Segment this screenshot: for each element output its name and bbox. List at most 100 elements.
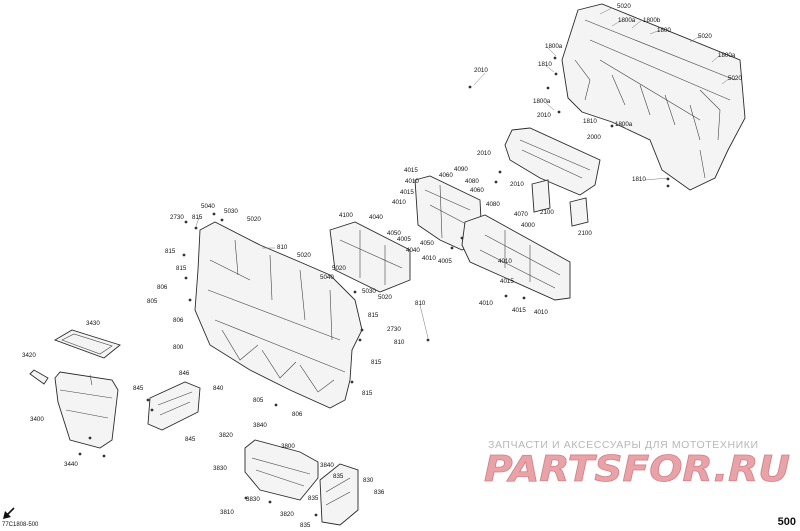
cover-panel-2000 (504, 127, 601, 196)
page-number: 500 (777, 516, 796, 528)
callout-4015: 4015 (500, 278, 514, 285)
callout-4015: 4015 (404, 167, 418, 174)
callout-4010: 4010 (405, 178, 419, 185)
callout-845: 845 (133, 385, 144, 392)
callout-5020: 5020 (728, 75, 742, 82)
callout-806: 806 (157, 284, 168, 291)
callout-2100: 2100 (540, 209, 554, 216)
storage-bin-3400 (54, 371, 119, 449)
callout-835: 835 (333, 473, 344, 480)
callout-1800: 1800 (657, 27, 671, 34)
floor-tray-4000 (461, 214, 571, 301)
callout-4010: 4010 (534, 309, 548, 316)
callout-836: 836 (374, 489, 385, 496)
callout-4000: 4000 (521, 222, 535, 229)
callout-3810: 3810 (220, 509, 234, 516)
callout-5020: 5020 (617, 3, 631, 10)
floor-tray-4100 (329, 221, 411, 293)
watermark-caption: ЗАПЧАСТИ И АКСЕССУАРЫ ДЛЯ МОТОТЕХНИКИ (488, 439, 759, 451)
callout-4070: 4070 (514, 211, 528, 218)
callout-4010: 4010 (479, 300, 493, 307)
callout-2000: 2000 (587, 134, 601, 141)
callout-4015: 4015 (400, 189, 414, 196)
callout-4090: 4090 (454, 166, 468, 173)
callout-4100: 4100 (339, 212, 353, 219)
callout-5040: 5040 (201, 203, 215, 210)
callout-3840: 3840 (320, 462, 334, 469)
callout-3840: 3840 (253, 422, 267, 429)
callout-815: 815 (362, 390, 373, 397)
callout-1800a: 1800a (615, 121, 633, 128)
callout-4050: 4050 (387, 230, 401, 237)
leader-lines (195, 7, 731, 339)
callout-4080: 4080 (465, 178, 479, 185)
callout-2730: 2730 (387, 326, 401, 333)
callout-2010: 2010 (477, 150, 491, 157)
callout-5020: 5020 (247, 216, 261, 223)
callout-1800a: 1800a (545, 43, 563, 50)
callout-5040: 5040 (320, 274, 334, 281)
callout-3830: 3830 (246, 496, 260, 503)
callout-1810: 1810 (583, 118, 597, 125)
callout-4005: 4005 (397, 236, 411, 243)
callout-835: 835 (308, 495, 319, 502)
bracket-2100 (531, 179, 589, 227)
callout-845: 845 (185, 436, 196, 443)
callout-3400: 3400 (30, 416, 44, 423)
callout-835: 835 (300, 522, 311, 529)
callout-805: 805 (147, 298, 158, 305)
callout-4010: 4010 (422, 255, 436, 262)
callout-815: 815 (368, 312, 379, 319)
callout-815: 815 (371, 359, 382, 366)
callout-4060: 4060 (470, 187, 484, 194)
callout-3820: 3820 (280, 511, 294, 518)
panel-840 (147, 381, 201, 431)
callout-5030: 5030 (224, 208, 238, 215)
callout-810: 810 (415, 300, 426, 307)
callout-5020: 5020 (297, 252, 311, 259)
callout-1800a: 1800a (718, 52, 736, 59)
callout-806: 806 (292, 411, 303, 418)
callout-3820: 3820 (219, 432, 233, 439)
callout-1810: 1810 (632, 176, 646, 183)
callout-2010: 2010 (510, 181, 524, 188)
callout-3440: 3440 (64, 461, 78, 468)
skid-plate-3800 (244, 439, 319, 501)
callout-4015: 4015 (512, 307, 526, 314)
callout-806: 806 (173, 317, 184, 324)
callout-4060: 4060 (439, 172, 453, 179)
guard-830 (319, 463, 359, 526)
arrow-southwest-icon (3, 507, 15, 519)
rear-panel-assembly-1800 (561, 3, 746, 191)
watermark-logo: PARTSFOR.RU (484, 449, 790, 489)
callout-5020: 5020 (698, 33, 712, 40)
callout-805: 805 (253, 397, 264, 404)
callout-4080: 4080 (486, 201, 500, 208)
callout-3430: 3430 (86, 320, 100, 327)
callout-840: 840 (213, 385, 224, 392)
callout-1800a: 1800a (533, 98, 551, 105)
callout-5030: 5030 (362, 288, 376, 295)
callout-5020: 5020 (332, 265, 346, 272)
callout-815: 815 (165, 248, 176, 255)
gasket-3430 (53, 329, 121, 359)
callout-4050: 4050 (420, 240, 434, 247)
callout-4010: 4010 (392, 199, 406, 206)
callout-labels: 5020 1800a 1800b 1800 5020 1800a 5020 20… (22, 3, 742, 529)
callout-2010: 2010 (474, 67, 488, 74)
callout-800: 800 (173, 344, 184, 351)
watermark-logo-text: PARTSFOR.RU (484, 449, 790, 489)
callout-2010: 2010 (537, 112, 551, 119)
callout-810: 810 (277, 244, 288, 251)
latch-3420 (29, 369, 49, 385)
callout-4040: 4040 (369, 214, 383, 221)
callout-2100: 2100 (578, 230, 592, 237)
callout-1810: 1810 (538, 61, 552, 68)
callout-3830: 3830 (213, 465, 227, 472)
callout-846: 846 (179, 370, 190, 377)
callout-3420: 3420 (22, 352, 36, 359)
callout-4040: 4040 (406, 247, 420, 254)
main-panel-800 (194, 221, 363, 409)
drawing-code: 77C1808-500 (2, 522, 39, 528)
